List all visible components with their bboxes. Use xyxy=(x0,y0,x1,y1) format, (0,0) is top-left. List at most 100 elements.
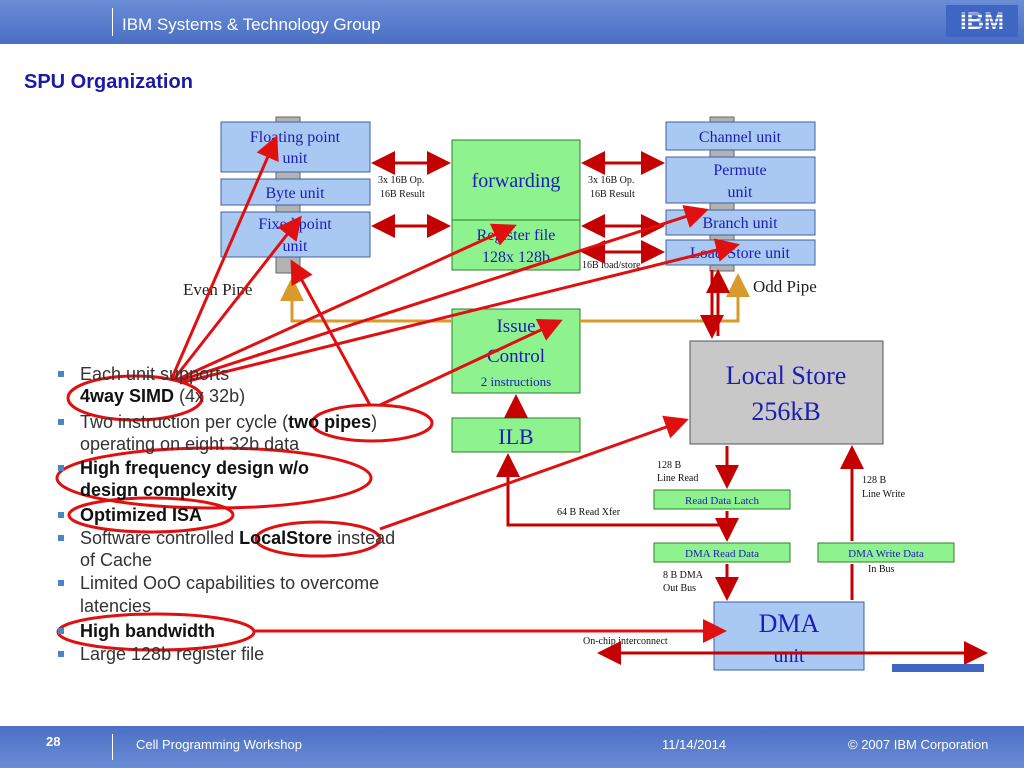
pipes-to-issue-arrow xyxy=(379,319,563,407)
header-divider xyxy=(112,8,113,36)
footer-bar: 28 Cell Programming Workshop 11/14/2014 … xyxy=(0,726,1024,768)
floating-point-label: Floating point xyxy=(250,129,341,146)
line-read-label-2: Line Read xyxy=(657,473,698,484)
dma-read-data-box xyxy=(653,542,791,563)
spu-diagram: Floating point unit Byte unit Fixed poin… xyxy=(0,116,1024,726)
bullet-6-line-1: Limited OoO capabilities to overcome xyxy=(80,573,380,593)
header-bar: IBM Systems & Technology Group IBM xyxy=(0,0,1024,44)
bullet-marker xyxy=(58,580,64,586)
bullet-5-line-1: Software controlled LocalStore instead xyxy=(80,528,395,549)
load-store-bus-label: 16B load/store xyxy=(582,260,641,271)
channel-unit-label: Channel unit xyxy=(699,129,782,146)
localstore-arrow xyxy=(379,415,689,531)
localstore-ellipse xyxy=(254,520,382,558)
left-result-label: 16B Result xyxy=(380,189,425,200)
simd-highlight: 4way SIMD xyxy=(80,386,175,406)
issue-to-odd-pipe xyxy=(580,273,750,323)
local-store-box xyxy=(689,340,884,445)
odd-pipe-label: Odd Pipe xyxy=(753,277,817,296)
ilb-label: ILB xyxy=(498,424,533,449)
issue-control-label-2: Control xyxy=(487,346,545,367)
read-xfer-label: 64 B Read Xfer xyxy=(557,507,621,518)
permute-unit-box xyxy=(665,156,816,204)
left-ops-label: 3x 16B Op. xyxy=(378,175,424,186)
footer-workshop: Cell Programming Workshop xyxy=(136,737,302,752)
dma-write-data-label: DMA Write Data xyxy=(848,548,924,560)
load-store-unit-box xyxy=(665,239,816,266)
bullet-1-line-1: Each unit supports xyxy=(80,364,230,384)
read-data-latch-box xyxy=(653,489,791,510)
header-group-name: IBM Systems & Technology Group xyxy=(122,15,381,34)
simd-to-fx-arrow xyxy=(172,215,302,380)
simd-to-ldst-arrow xyxy=(179,238,740,385)
simd-detail: (4x 32b) xyxy=(174,386,246,406)
bullet-7: High bandwidth xyxy=(80,621,215,642)
slide-bottom-margin xyxy=(0,672,1024,726)
byte-unit-box xyxy=(220,178,371,206)
bullet-marker xyxy=(58,628,64,634)
register-file-label: Register file xyxy=(477,227,556,244)
floating-point-label-2: unit xyxy=(283,150,308,167)
issue-to-even-pipe xyxy=(280,277,452,323)
bullet-5-prefix: Software controlled xyxy=(80,528,240,548)
bullet-marker xyxy=(58,465,64,471)
issue-control-label: Issue xyxy=(496,316,535,337)
bullet-marker xyxy=(58,419,64,425)
bullet-marker xyxy=(58,371,64,377)
in-bus-label: In Bus xyxy=(868,564,895,575)
bullet-2-close: ) xyxy=(371,412,378,432)
bullet-marker xyxy=(58,512,64,518)
simd-to-fp-arrow xyxy=(170,135,279,379)
footer-date: 11/14/2014 xyxy=(662,737,727,752)
bullet-2-line-1: Two instruction per cycle (two pipes) xyxy=(80,412,377,433)
line-read-label: 128 B xyxy=(657,460,682,471)
local-store-size: 256kB xyxy=(751,397,820,426)
dma-read-data-label: DMA Read Data xyxy=(685,548,759,560)
bullet-4: Optimized ISA xyxy=(80,505,202,526)
high-bandwidth-text: High bandwidth xyxy=(80,621,215,641)
even-pipe-label: Even Pipe xyxy=(183,280,252,299)
bullet-3-line-1: High frequency design w/o xyxy=(80,458,309,479)
page-number: 28 xyxy=(46,734,61,749)
bullet-2-line-2: operating on eight 32b data xyxy=(80,434,300,454)
dma-unit-label: DMA xyxy=(759,609,820,638)
ibm-watermark-fragment xyxy=(892,664,984,672)
footer-divider xyxy=(112,734,113,760)
bullet-6-line-2: latencies xyxy=(80,596,152,616)
line-write-label-2: Line Write xyxy=(862,489,906,500)
bullet-5-suffix: instead xyxy=(332,528,396,548)
dma-unit-label-2: unit xyxy=(773,645,805,667)
ibm-logo: IBM xyxy=(946,5,1018,37)
bullet-5-line-2: of Cache xyxy=(80,550,153,570)
pipes-to-even-arrow xyxy=(290,259,372,406)
bullet-8: Large 128b register file xyxy=(80,644,265,664)
permute-unit-label-2: unit xyxy=(728,184,753,201)
simd-to-rf-arrow xyxy=(175,223,517,382)
localstore-highlight: LocalStore xyxy=(239,528,333,548)
permute-unit-label: Permute xyxy=(713,162,766,179)
on-chip-interconnect-label: On-chip interconnect xyxy=(583,636,668,647)
channel-unit-box xyxy=(665,121,816,151)
footer-copyright: © 2007 IBM Corporation xyxy=(848,737,989,752)
simd-ellipse xyxy=(66,374,204,422)
register-file-size: 128x 128b xyxy=(482,249,550,266)
bullet-1-line-2: 4way SIMD (4x 32b) xyxy=(80,386,245,407)
read-data-latch-label: Read Data Latch xyxy=(685,495,759,507)
branch-unit-label: Branch unit xyxy=(702,215,778,232)
design-complexity-text: design complexity xyxy=(80,480,238,500)
optimized-isa-text: Optimized ISA xyxy=(80,505,203,525)
dma-write-data-box xyxy=(817,542,955,563)
right-result-label: 16B Result xyxy=(590,189,635,200)
right-ops-label: 3x 16B Op. xyxy=(588,175,634,186)
bullet-marker xyxy=(58,535,64,541)
two-pipes-highlight: two pipes xyxy=(288,412,372,432)
two-pipes-ellipse xyxy=(310,403,434,443)
bullet-2-prefix: Two instruction per cycle ( xyxy=(80,412,289,432)
bullet-marker xyxy=(58,651,64,657)
fixed-point-label-2: unit xyxy=(283,238,308,255)
bullet-3-line-2: design complexity xyxy=(80,480,237,501)
local-store-label: Local Store xyxy=(726,361,847,390)
out-bus-label: 8 B DMA xyxy=(663,570,704,581)
issue-control-sub: 2 instructions xyxy=(481,374,551,389)
line-write-label: 128 B xyxy=(862,475,887,486)
